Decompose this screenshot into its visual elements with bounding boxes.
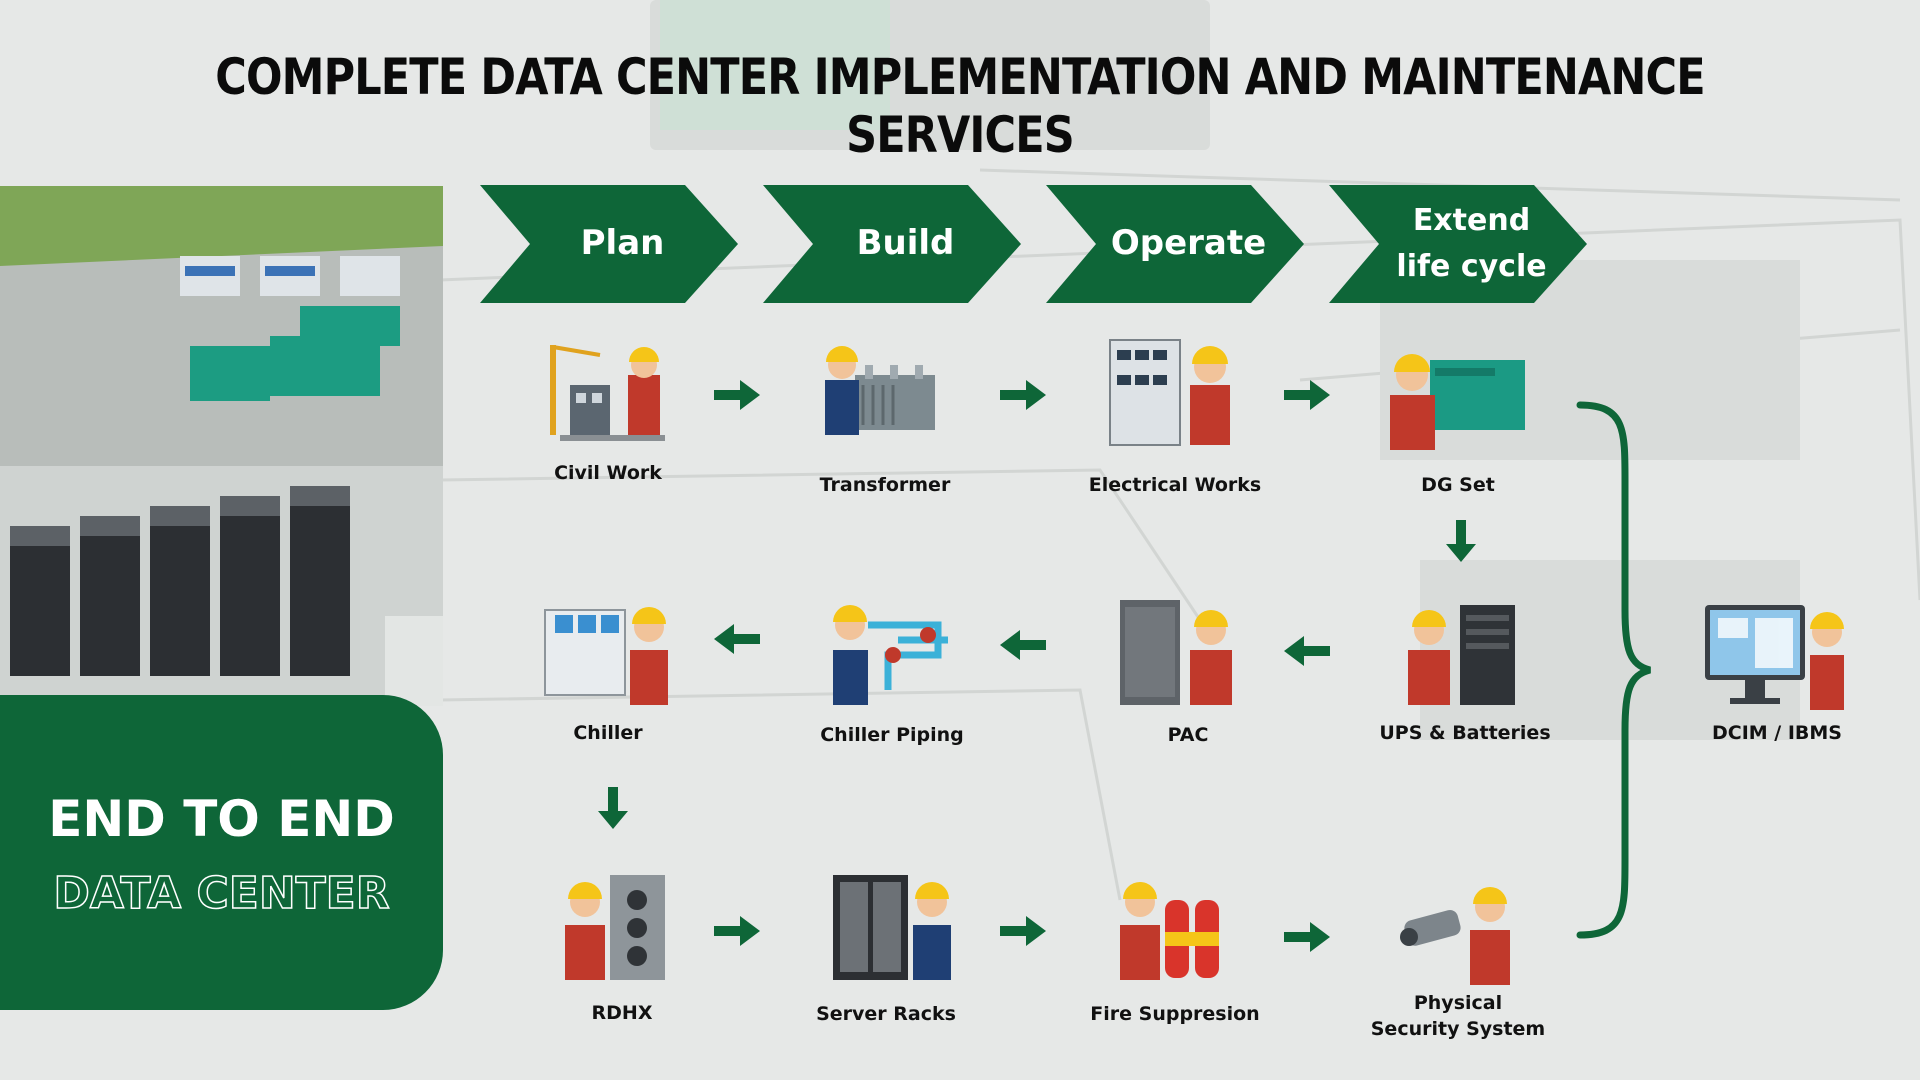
arrow-down-1 <box>1446 520 1476 562</box>
chiller-piping-label: Chiller Piping <box>820 724 964 746</box>
datacenter-site-illustration <box>0 186 443 706</box>
pac-icon <box>1120 600 1232 705</box>
phase-chevron-operate <box>1046 185 1304 303</box>
arrow-left-2 <box>1000 630 1046 660</box>
phase-chevron-plan <box>480 185 738 303</box>
chiller-icon <box>544 607 668 705</box>
arrow-left-3 <box>714 624 760 654</box>
ups-batteries-label: UPS & Batteries <box>1379 722 1551 744</box>
phase-extend-label: Extend life cycle <box>1396 203 1547 284</box>
chiller-label: Chiller <box>573 722 643 744</box>
physical-security-label: Physical Security System <box>1370 992 1546 1040</box>
arrow-right-1 <box>714 380 760 410</box>
arrow-down-2 <box>598 787 628 829</box>
dcim-ibms-label: DCIM / IBMS <box>1711 722 1842 744</box>
arrow-right-2 <box>1000 380 1046 410</box>
fire-suppression-label: Fire Suppresion <box>1090 1003 1260 1025</box>
curly-brace <box>1576 401 1652 939</box>
arrow-right-4 <box>714 916 760 946</box>
phase-plan-label: Plan <box>580 223 665 263</box>
server-racks-icon <box>833 875 951 980</box>
phase-chevron-build <box>763 185 1021 303</box>
dcim-monitor-icon <box>1705 605 1844 710</box>
badge-line2: DATA CENTER <box>53 867 391 920</box>
electrical-works-icon <box>1109 339 1230 446</box>
transformer-label: Transformer <box>819 474 951 496</box>
dg-set-icon <box>1390 354 1525 450</box>
end-to-end-badge <box>0 695 443 1010</box>
page-title: COMPLETE DATA CENTER IMPLEMENTATION AND … <box>215 48 1705 164</box>
transformer-icon <box>825 346 935 435</box>
phase-build-label: Build <box>856 223 955 263</box>
civil-work-icon <box>550 345 665 441</box>
arrow-right-6 <box>1284 922 1330 952</box>
arrow-right-5 <box>1000 916 1046 946</box>
physical-security-icon <box>1400 887 1510 985</box>
phase-chevron-extend <box>1329 185 1587 303</box>
civil-work-label: Civil Work <box>554 462 662 484</box>
dg-set-label: DG Set <box>1421 474 1495 496</box>
arrow-left-1 <box>1284 636 1330 666</box>
arrow-right-3 <box>1284 380 1330 410</box>
fire-suppression-icon <box>1120 882 1219 980</box>
pac-label: PAC <box>1167 724 1209 746</box>
ups-batteries-icon <box>1408 605 1515 705</box>
chiller-piping-icon <box>833 605 948 705</box>
electrical-works-label: Electrical Works <box>1088 474 1262 496</box>
rdhx-icon <box>565 875 665 980</box>
rdhx-label: RDHX <box>591 1002 653 1024</box>
phase-operate-label: Operate <box>1110 223 1267 263</box>
server-racks-label: Server Racks <box>816 1003 956 1025</box>
badge-line1: END TO END <box>48 790 395 848</box>
